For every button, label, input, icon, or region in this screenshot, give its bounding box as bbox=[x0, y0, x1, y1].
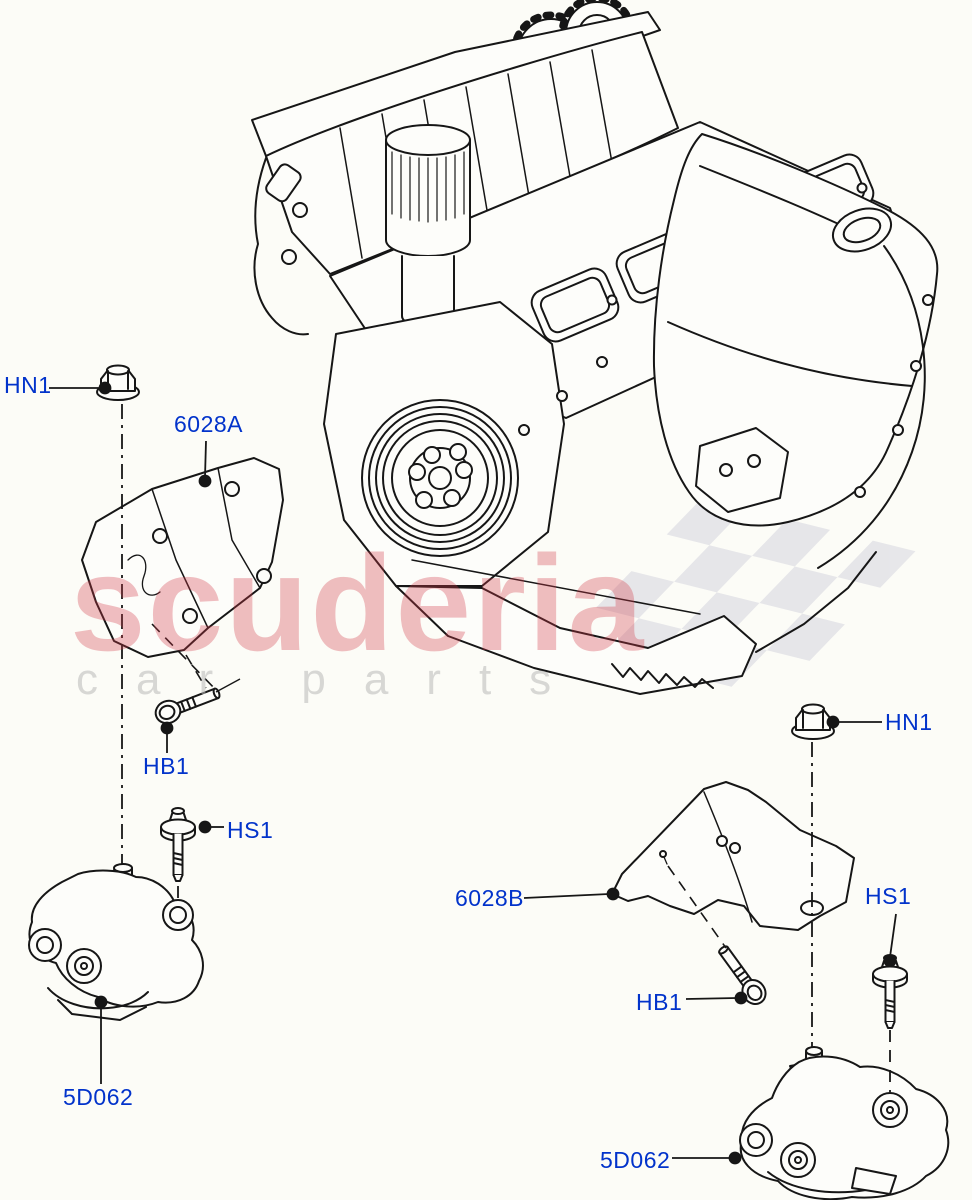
crank-pulley bbox=[361, 399, 519, 557]
watermark-tagline: car parts bbox=[76, 655, 589, 704]
part-callout-5d062-right[interactable]: 5D062 bbox=[600, 1147, 671, 1173]
stud-hs1-left bbox=[160, 807, 196, 882]
oil-filter-housing bbox=[385, 124, 471, 353]
part-callout-hs1-left[interactable]: HS1 bbox=[227, 817, 274, 843]
part-callout-hs1-right[interactable]: HS1 bbox=[865, 883, 912, 909]
part-callout-5d062-left[interactable]: 5D062 bbox=[63, 1084, 134, 1110]
callout-leaders bbox=[49, 381, 897, 1165]
part-callout-hn1-right[interactable]: HN1 bbox=[885, 709, 933, 735]
part-callout-6028b[interactable]: 6028B bbox=[455, 885, 525, 911]
part-callout-hb1-right[interactable]: HB1 bbox=[636, 989, 683, 1015]
part-callout-6028a[interactable]: 6028A bbox=[174, 411, 244, 437]
engine-illustration bbox=[251, 0, 939, 695]
engine-mount-right bbox=[739, 1046, 950, 1200]
bracket-6028a bbox=[81, 457, 284, 658]
bracket-6028b bbox=[611, 781, 855, 931]
part-callout-hn1-left[interactable]: HN1 bbox=[4, 372, 52, 398]
engine-mount-left bbox=[28, 863, 204, 1021]
part-callout-hb1-left[interactable]: HB1 bbox=[143, 753, 190, 779]
watermark-brand: scuderia bbox=[70, 527, 645, 679]
centerlines bbox=[121, 404, 891, 1092]
right-valve-cover bbox=[652, 133, 939, 527]
